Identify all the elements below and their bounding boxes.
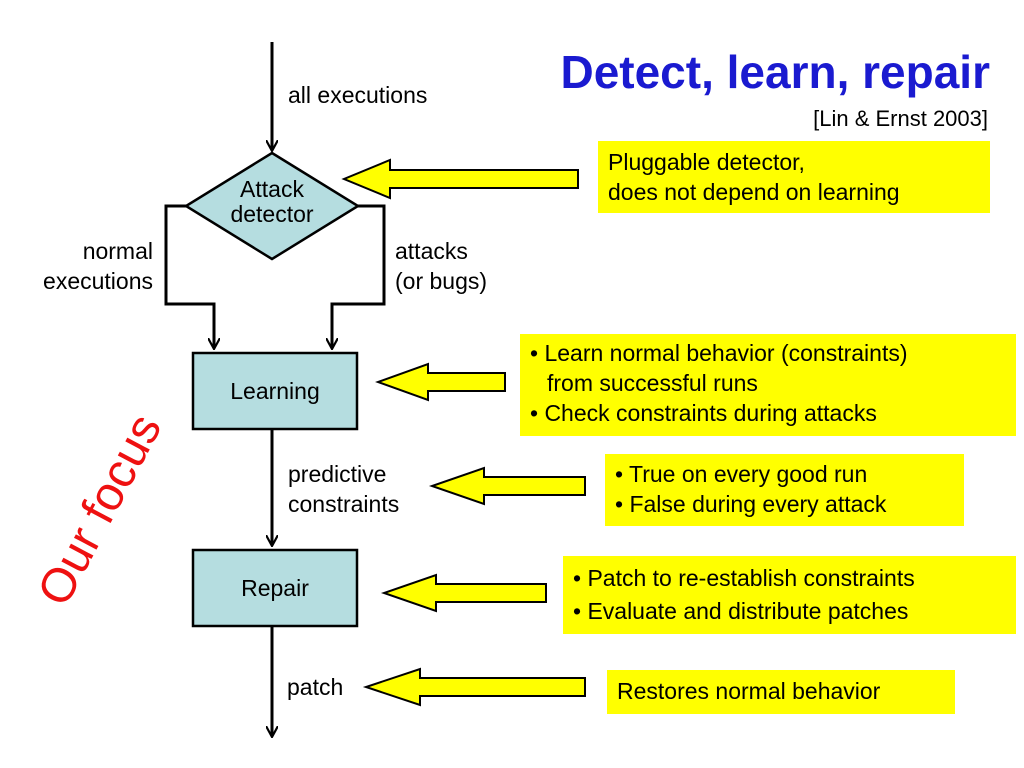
learning-note-line: • Learn normal behavior (constraints) (530, 340, 908, 366)
attack-detector-line2: detector (230, 201, 314, 227)
detector-note: Pluggable detector, does not depend on l… (598, 141, 990, 213)
detector-note-line: does not depend on learning (608, 179, 900, 205)
attack-branch-line (332, 204, 386, 348)
patch-note: Restores normal behavior (607, 670, 955, 714)
learning-label: Learning (230, 378, 320, 404)
repair-callout-arrow (380, 573, 547, 613)
learning-note: • Learn normal behavior (constraints) fr… (520, 334, 1016, 436)
normal-executions-line1: normal (82, 238, 153, 264)
learning-box (191, 351, 359, 431)
attacks-line1: attacks (395, 238, 468, 264)
normal-executions-line2: executions (43, 268, 153, 294)
learning-note-line: • Check constraints during attacks (530, 400, 877, 426)
patch-note-line: Restores normal behavior (617, 678, 881, 704)
normal-branch-line (164, 204, 214, 348)
repair-note: • Patch to re-establish constraints • Ev… (563, 556, 1016, 634)
attack-detector-diamond (183, 151, 361, 261)
repair-note-line: • Evaluate and distribute patches (573, 598, 909, 624)
predictive-line2: constraints (288, 491, 400, 517)
repair-box (191, 548, 359, 628)
patch-callout-arrow (362, 667, 586, 707)
constraints-note: • True on every good run • False during … (605, 454, 964, 526)
normal-executions-label: normal executions (0, 236, 153, 296)
all-executions-label: all executions (288, 82, 428, 108)
constraints-note-line: • False during every attack (615, 491, 887, 517)
constraints-callout-arrow (428, 466, 586, 506)
slide-title: Detect, learn, repair (560, 46, 990, 98)
repair-label: Repair (241, 575, 309, 601)
patch-label: patch (287, 674, 344, 700)
attacks-label: attacks (or bugs) (395, 236, 487, 296)
learning-callout-arrow (375, 362, 506, 402)
learning-note-line: from successful runs (547, 370, 758, 396)
detector-callout-arrow (341, 158, 579, 200)
attack-detector-line1: Attack (240, 176, 304, 202)
citation: [Lin & Ernst 2003] (813, 106, 988, 131)
repair-note-line: • Patch to re-establish constraints (573, 565, 915, 591)
predictive-constraints-label: predictive constraints (288, 459, 399, 519)
constraints-note-line: • True on every good run (615, 461, 868, 487)
attacks-line2: (or bugs) (395, 268, 488, 294)
predictive-line1: predictive (288, 461, 387, 487)
attack-detector-label: Attack detector (212, 177, 332, 227)
detector-note-line: Pluggable detector, (608, 149, 805, 175)
